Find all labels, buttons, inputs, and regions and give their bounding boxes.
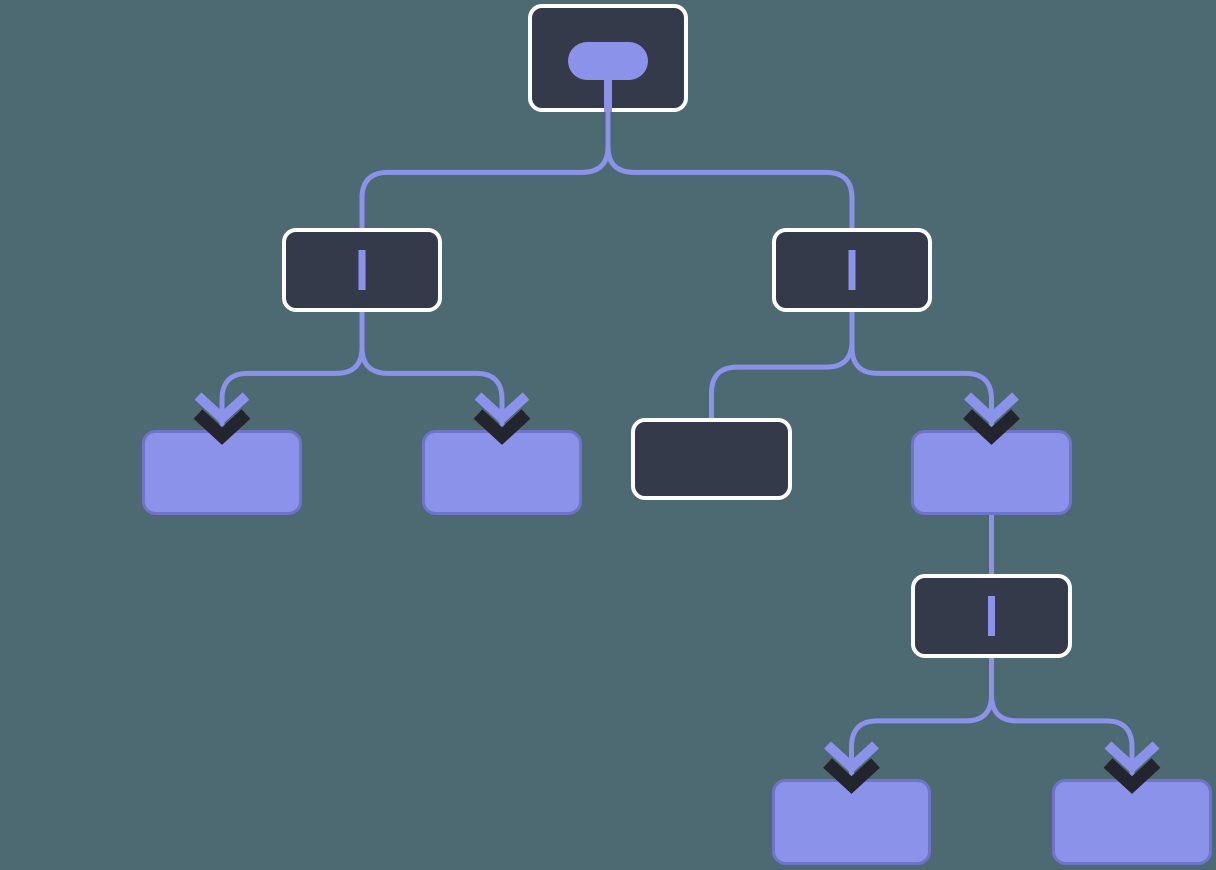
node-root[interactable]	[530, 6, 686, 112]
node-l2-right[interactable]	[774, 230, 930, 310]
node-body	[633, 420, 790, 498]
node-glyph-vertical-bar	[359, 250, 366, 290]
node-glyph-vertical-bar	[988, 596, 995, 636]
node-glyph-pill	[568, 42, 648, 80]
node-l3-c[interactable]	[633, 420, 790, 498]
node-glyph-vertical-bar	[849, 250, 856, 290]
edge-e-l2right-l3c[interactable]	[712, 312, 853, 418]
edge-e-root-l2left[interactable]	[362, 112, 608, 228]
edge-e-root-l2right[interactable]	[608, 112, 852, 228]
node-layer	[144, 6, 1211, 864]
node-l2-left[interactable]	[284, 230, 440, 310]
node-l4[interactable]	[913, 576, 1070, 656]
